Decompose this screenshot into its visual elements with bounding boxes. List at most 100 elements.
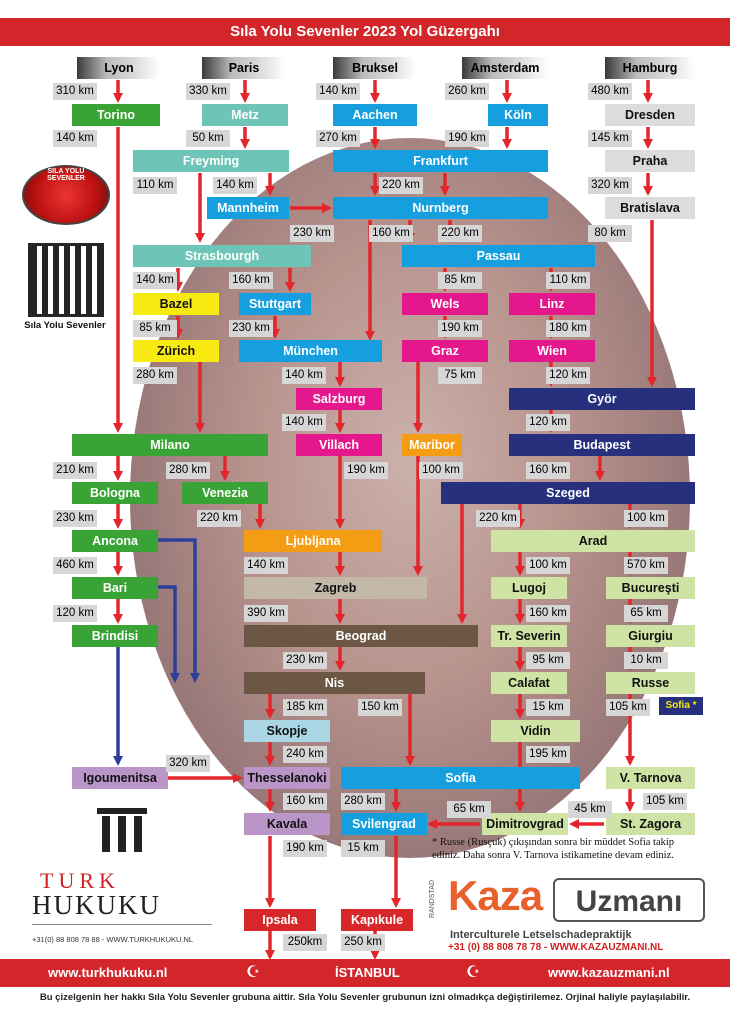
city-paris: Paris	[202, 57, 286, 79]
city-wien: Wien	[509, 340, 595, 362]
distance-label: 250km	[283, 934, 327, 951]
distance-label: 190 km	[445, 130, 489, 147]
city-ljubljana: Ljubljana	[244, 530, 382, 552]
city-frankfurt: Frankfurt	[333, 150, 548, 172]
distance-label: 110 km	[546, 272, 590, 289]
city-vtarnova: V. Tarnova	[606, 767, 695, 789]
distance-label: 160 km	[369, 225, 413, 242]
turk-hukuku-contact[interactable]: +31(0) 88 808 78 88 - WWW.TURKHUKUKU.NL	[32, 935, 194, 944]
city-amsterdam: Amsterdam	[462, 57, 548, 79]
kaza-contact[interactable]: +31 (0) 88 808 78 78 - WWW.KAZAUZMANI.NL	[448, 942, 664, 953]
kaza-subtitle: Interculturele Letselschadepraktijk	[450, 929, 632, 941]
distance-label: 105 km	[643, 793, 687, 810]
qr-code-icon[interactable]	[28, 243, 104, 317]
city-wels: Wels	[402, 293, 488, 315]
distance-label: 120 km	[526, 414, 570, 431]
city-szeged: Szeged	[441, 482, 695, 504]
city-ancona: Ancona	[72, 530, 158, 552]
distance-label: 75 km	[438, 367, 482, 384]
city-venezia: Venezia	[182, 482, 268, 504]
distance-label: 280 km	[133, 367, 177, 384]
city-bucuresti: Bucureşti	[606, 577, 695, 599]
distance-label: 105 km	[606, 699, 650, 716]
city-skopje: Skopje	[244, 720, 330, 742]
distance-label: 220 km	[197, 510, 241, 527]
distance-label: 230 km	[290, 225, 334, 242]
distance-label: 145 km	[588, 130, 632, 147]
city-thesselanoki: Thesselanoki	[244, 767, 330, 789]
turk-hukuku-line1: TURK	[40, 868, 120, 893]
city-brindisi: Brindisi	[72, 625, 158, 647]
divider	[32, 924, 212, 925]
city-ipsala: Ipsala	[244, 909, 316, 931]
kaza-randstad: RANDSTAD	[429, 880, 436, 918]
distance-label: 140 km	[53, 130, 97, 147]
distance-label: 230 km	[283, 652, 327, 669]
city-metz: Metz	[202, 104, 288, 126]
city-kavala: Kavala	[244, 813, 330, 835]
distance-label: 65 km	[447, 801, 491, 818]
ferry-arrow	[158, 538, 200, 683]
city-hamburg: Hamburg	[605, 57, 695, 79]
distance-label: 310 km	[53, 83, 97, 100]
distance-label: 160 km	[283, 793, 327, 810]
footer-link-turkhukuku[interactable]: www.turkhukuku.nl	[48, 965, 168, 980]
footer-link-kazauzmani[interactable]: www.kazauzmani.nl	[548, 965, 670, 980]
distance-label: 140 km	[244, 557, 288, 574]
distance-label: 210 km	[53, 462, 97, 479]
city-russe: Russe	[606, 672, 695, 694]
distance-label: 280 km	[341, 793, 385, 810]
distance-label: 100 km	[419, 462, 463, 479]
city-dresden: Dresden	[605, 104, 695, 126]
turk-hukuku-line2: HUKUKU	[32, 890, 161, 920]
russe-note: * Russe (Rusçuk) çıkışından sonra bir mü…	[432, 837, 675, 861]
uzmani-logo-text: Uzmanı	[553, 878, 705, 922]
city-svilengrad: Svilengrad	[341, 813, 427, 835]
distance-label: 140 km	[282, 367, 326, 384]
distance-label: 220 km	[438, 225, 482, 242]
city-aachen: Aachen	[333, 104, 417, 126]
city-sofia: Sofia	[341, 767, 580, 789]
kaza-logo-text: Kaza	[448, 872, 543, 919]
crescent-star-icon: ☪	[246, 964, 261, 981]
distance-label: 330 km	[186, 83, 230, 100]
distance-label: 45 km	[568, 801, 612, 818]
distance-label: 190 km	[344, 462, 388, 479]
city-graz: Graz	[402, 340, 488, 362]
city-zagreb: Zagreb	[244, 577, 427, 599]
distance-label: 160 km	[526, 462, 570, 479]
distance-label: 140 km	[133, 272, 177, 289]
distance-label: 85 km	[438, 272, 482, 289]
crescent-star-icon: ☪	[466, 964, 481, 981]
city-mannheim: Mannheim	[207, 197, 289, 219]
distance-label: 185 km	[283, 699, 327, 716]
sofia-tag: Sofia *	[659, 697, 703, 715]
city-igoumenitsa: Igoumenitsa	[72, 767, 168, 789]
distance-label: 160 km	[229, 272, 273, 289]
distance-label: 15 km	[341, 840, 385, 857]
city-arad: Arad	[491, 530, 695, 552]
city-bratislava: Bratislava	[605, 197, 695, 219]
city-giurgiu: Giurgiu	[606, 625, 695, 647]
distance-label: 480 km	[588, 83, 632, 100]
city-salzburg: Salzburg	[296, 388, 382, 410]
city-maribor: Maribor	[402, 434, 462, 456]
city-nis: Nis	[244, 672, 425, 694]
city-torino: Torino	[72, 104, 160, 126]
city-dimitrovgrad: Dimitrovgrad	[482, 813, 568, 835]
footer-istanbul: İSTANBUL	[335, 965, 400, 980]
distance-label: 460 km	[53, 557, 97, 574]
pillar-icon	[97, 808, 147, 852]
footer-bar: www.turkhukuku.nl ☪ İSTANBUL ☪ www.kazau…	[0, 959, 730, 987]
ferry-arrow	[158, 585, 180, 683]
distance-label: 280 km	[166, 462, 210, 479]
city-gyor: Györ	[509, 388, 695, 410]
distance-label: 100 km	[526, 557, 570, 574]
city-bruksel: Bruksel	[333, 57, 417, 79]
city-freyming: Freyming	[133, 150, 289, 172]
city-bari: Bari	[72, 577, 158, 599]
distance-label: 250 km	[341, 934, 385, 951]
distance-label: 150 km	[358, 699, 402, 716]
distance-label: 160 km	[526, 605, 570, 622]
